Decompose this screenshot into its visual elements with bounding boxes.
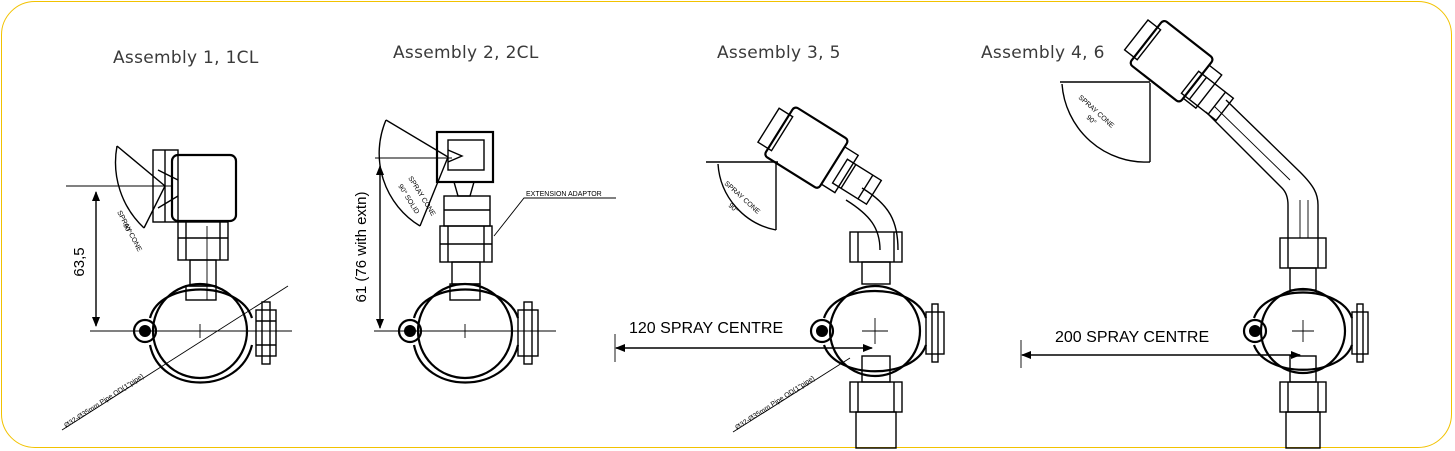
a3-hinge bbox=[809, 318, 835, 344]
assembly-3-title: Assembly 3, 5 bbox=[717, 43, 841, 63]
assembly-4-drawing: SPRAY CONE 90° 200 SPRAY CENTRE bbox=[1020, 18, 1369, 449]
a4-spray-cone-label: SPRAY CONE bbox=[1077, 94, 1116, 130]
assembly-4-title: Assembly 4, 6 bbox=[981, 43, 1105, 63]
a1-nozzle-body bbox=[170, 153, 238, 223]
a1-dimension: 63,5 bbox=[71, 247, 88, 276]
a3-pipe bbox=[828, 284, 922, 378]
a3-pipe-od-label: Ø32-Ø35mm Pipe OD(1"pipe) bbox=[734, 375, 816, 432]
a3-spray-angle: 90° bbox=[727, 202, 740, 215]
assembly-3-drawing: SPRAY CONE 90° 120 SPRAY CENTRE Ø32-Ø35m… bbox=[614, 106, 945, 449]
assembly-2-drawing: SPRAY CONE 90° SOLID EXTENSION ADAPTOR 6… bbox=[353, 119, 616, 384]
a3-spray-centre-label: 120 SPRAY CENTRE bbox=[629, 320, 783, 337]
a4-nozzle-body bbox=[1129, 19, 1214, 103]
assembly-1-title: Assembly 1, 1CL bbox=[113, 48, 259, 68]
a4-hinge bbox=[1242, 318, 1268, 344]
a2-dimension: 61 (76 with extn) bbox=[353, 192, 370, 303]
a1-pipe-od-label: Ø32-Ø35mm Pipe OD(1"pipe) bbox=[63, 373, 145, 430]
assembly-2-title: Assembly 2, 2CL bbox=[393, 43, 539, 63]
assembly-1-drawing: 63,5 SPRAY CONE 90° Ø32-Ø35mm Pipe OD(1"… bbox=[61, 145, 292, 431]
a4-spray-centre-label: 200 SPRAY CENTRE bbox=[1055, 329, 1209, 346]
a2-extension-adaptor-label: EXTENSION ADAPTOR bbox=[526, 191, 602, 198]
